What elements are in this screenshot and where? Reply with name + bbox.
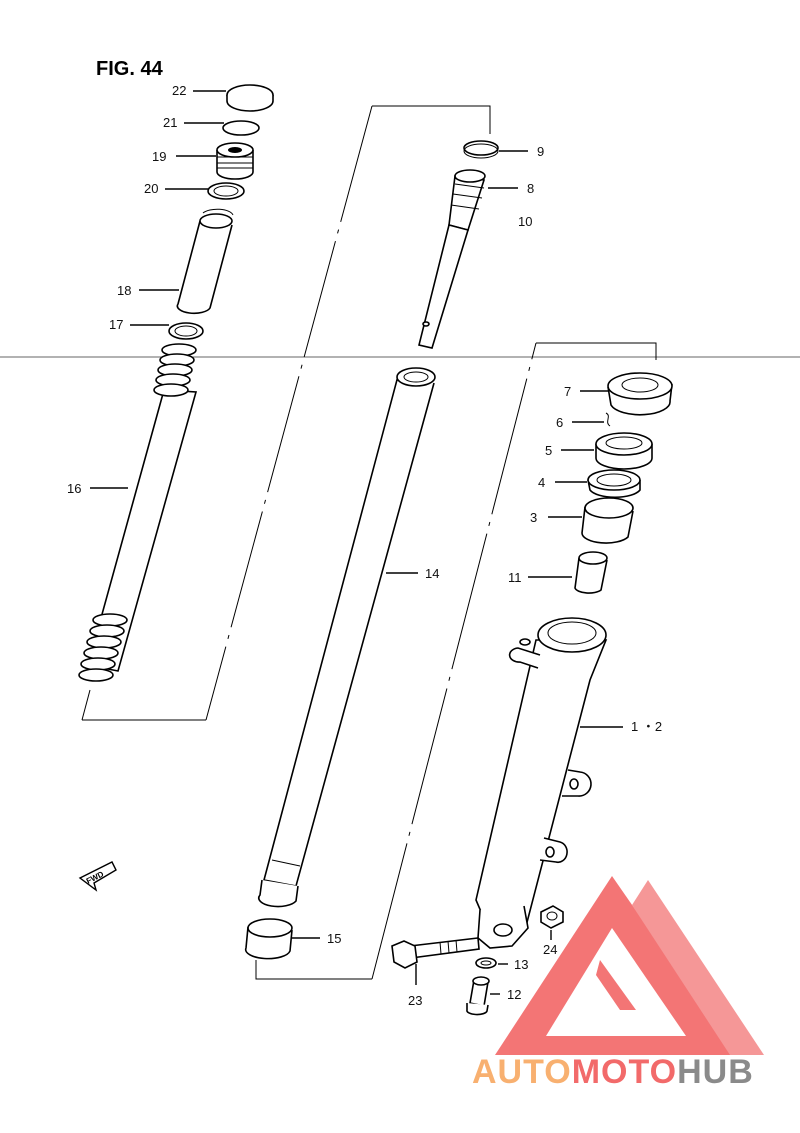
part-20-washer (207, 182, 245, 200)
logo-hub: HUB (677, 1053, 754, 1091)
label-16: 16 (67, 481, 81, 496)
part-18-spacer (176, 208, 234, 315)
label-15: 15 (327, 931, 341, 946)
part-4-washer (587, 469, 641, 499)
part-15-bushing (244, 918, 293, 960)
label-11: 11 (508, 570, 522, 585)
part-7-dust-seal (607, 372, 673, 416)
label-14: 14 (425, 566, 439, 581)
label-24: 24 (543, 942, 557, 957)
label-20: 20 (144, 181, 158, 196)
part-19-adjuster (216, 142, 254, 180)
part-9-ring (463, 140, 499, 159)
label-8: 8 (527, 181, 534, 196)
part-11-bushing (574, 551, 608, 594)
part-1-2-outer-tube (475, 617, 608, 949)
label-3: 3 (530, 510, 537, 525)
tube-frame-diagonal (371, 342, 537, 980)
label-22: 22 (172, 83, 186, 98)
label-10: 10 (518, 214, 532, 229)
part-23-bolt (391, 937, 480, 969)
logo-text-auto: AUTOMOTOHUB (472, 1053, 754, 1091)
part-21-oring (222, 120, 260, 136)
tube-frame-top (536, 342, 657, 360)
automotohub-logo (495, 876, 764, 1055)
part-17-washer (168, 322, 204, 340)
label-12: 12 (507, 987, 521, 1002)
label-1-2: 1 ・2 (631, 719, 662, 734)
label-19: 19 (152, 149, 166, 164)
part-22-cap (226, 84, 274, 112)
logo-moto: MOTO (572, 1053, 677, 1091)
label-18: 18 (117, 283, 131, 298)
label-6: 6 (556, 415, 563, 430)
label-9: 9 (537, 144, 544, 159)
group-frame-top (372, 105, 491, 134)
logo-auto: AUTO (472, 1053, 572, 1091)
part-6-clip (605, 412, 611, 427)
part-14-inner-tube (257, 367, 436, 908)
label-21: 21 (163, 115, 177, 130)
label-13: 13 (514, 957, 528, 972)
label-17: 17 (109, 317, 123, 332)
label-5: 5 (545, 443, 552, 458)
label-7: 7 (564, 384, 571, 399)
label-4: 4 (538, 475, 545, 490)
part-16-spring (78, 343, 198, 682)
part-8-damper-rod (418, 169, 486, 349)
label-23: 23 (408, 993, 422, 1008)
fwd-arrow-icon: FWD (78, 861, 117, 892)
group-frame-diagonal (205, 105, 373, 721)
part-24-nut (540, 905, 564, 929)
part-3-guide-bushing (581, 497, 634, 544)
part-12-bolt (466, 976, 490, 1016)
group-frame-left (81, 689, 91, 721)
part-5-oil-seal (595, 432, 653, 470)
tube-frame-bottom (255, 960, 372, 980)
part-13-washer (475, 957, 497, 969)
figure-title: FIG. 44 (96, 58, 164, 80)
